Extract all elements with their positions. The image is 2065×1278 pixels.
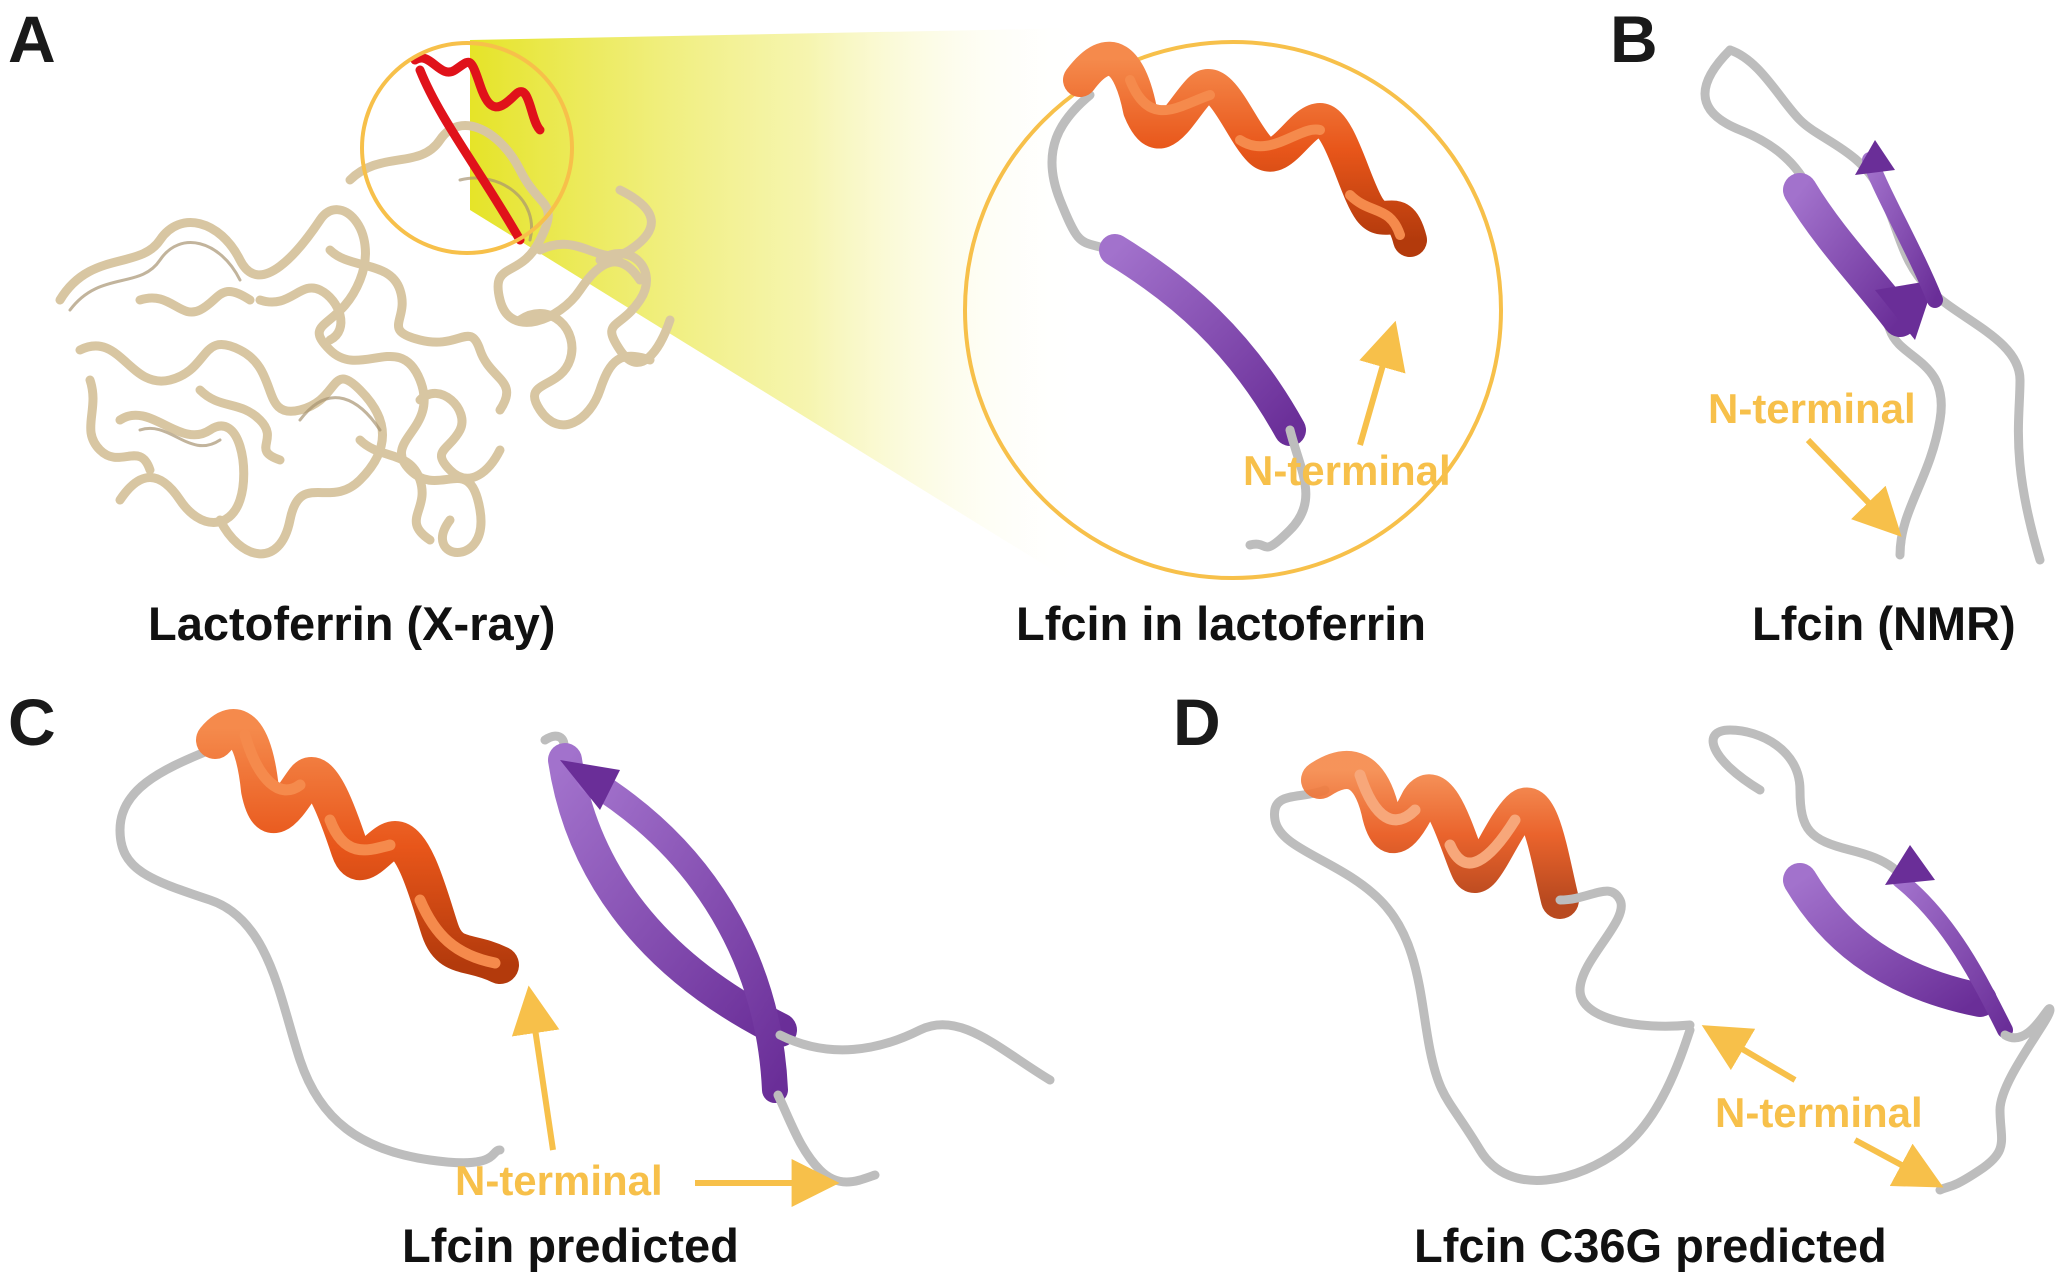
zoom-cone [470, 28, 1085, 590]
lfcin-in-lactoferrin-ribbon [1047, 41, 1427, 552]
nterm-arrow-c-1 [511, 985, 560, 1151]
zoom-target-circle [963, 40, 1503, 580]
strand [1783, 863, 1997, 1017]
nterm-arrow-d-1 [1701, 1025, 1797, 1083]
panel-c: C N-terminal Lfcin predicted [8, 685, 1055, 1272]
strand-arrow [560, 760, 620, 810]
nterm-label-d: N-terminal [1715, 1089, 1923, 1136]
caption-lfcin-in-lactoferrin: Lfcin in lactoferrin [1016, 597, 1426, 650]
strand-arrow [1875, 280, 1935, 340]
panel-a-letter: A [8, 2, 56, 76]
caption-lfcin-c36g-predicted: Lfcin C36G predicted [1414, 1219, 1887, 1272]
caption-lfcin-nmr: Lfcin (NMR) [1752, 597, 2016, 650]
zoom-source-circle [360, 41, 574, 255]
lactoferrin-structure [55, 121, 675, 559]
lactoferrin-structure-shade [68, 176, 533, 448]
strand-arrow [1885, 845, 1935, 885]
panel-d-letter: D [1173, 685, 1221, 759]
nterm-arrow-b [1805, 437, 1902, 537]
lfcin-highlight [410, 53, 545, 245]
lfcin-c36g-predicted-ribbon [1270, 725, 2055, 1195]
nterm-label-a: N-terminal [1243, 447, 1451, 494]
nterm-arrow-d-2 [1853, 1137, 1944, 1188]
lfcin-predicted-ribbon [115, 709, 1055, 1187]
strand [1099, 234, 1306, 446]
panel-b: B N-terminal Lfcin (NMR) [1610, 2, 2045, 650]
strand [548, 743, 797, 1047]
nterm-label-c: N-terminal [455, 1157, 663, 1204]
panel-c-letter: C [8, 685, 56, 759]
nterm-label-b: N-terminal [1708, 385, 1916, 432]
nterm-arrow-a [1357, 320, 1406, 446]
caption-lactoferrin-xray: Lactoferrin (X-ray) [148, 597, 555, 650]
lfcin-nmr-ribbon [1700, 45, 2045, 565]
caption-lfcin-predicted: Lfcin predicted [402, 1219, 739, 1272]
panel-b-letter: B [1610, 2, 1658, 76]
strand [577, 767, 788, 1103]
strand [1892, 872, 2013, 1038]
panel-a: A [8, 2, 1503, 650]
panel-d: D N-terminal Lfcin C36G predicted [1173, 685, 2055, 1272]
strand-arrow [1855, 140, 1895, 175]
